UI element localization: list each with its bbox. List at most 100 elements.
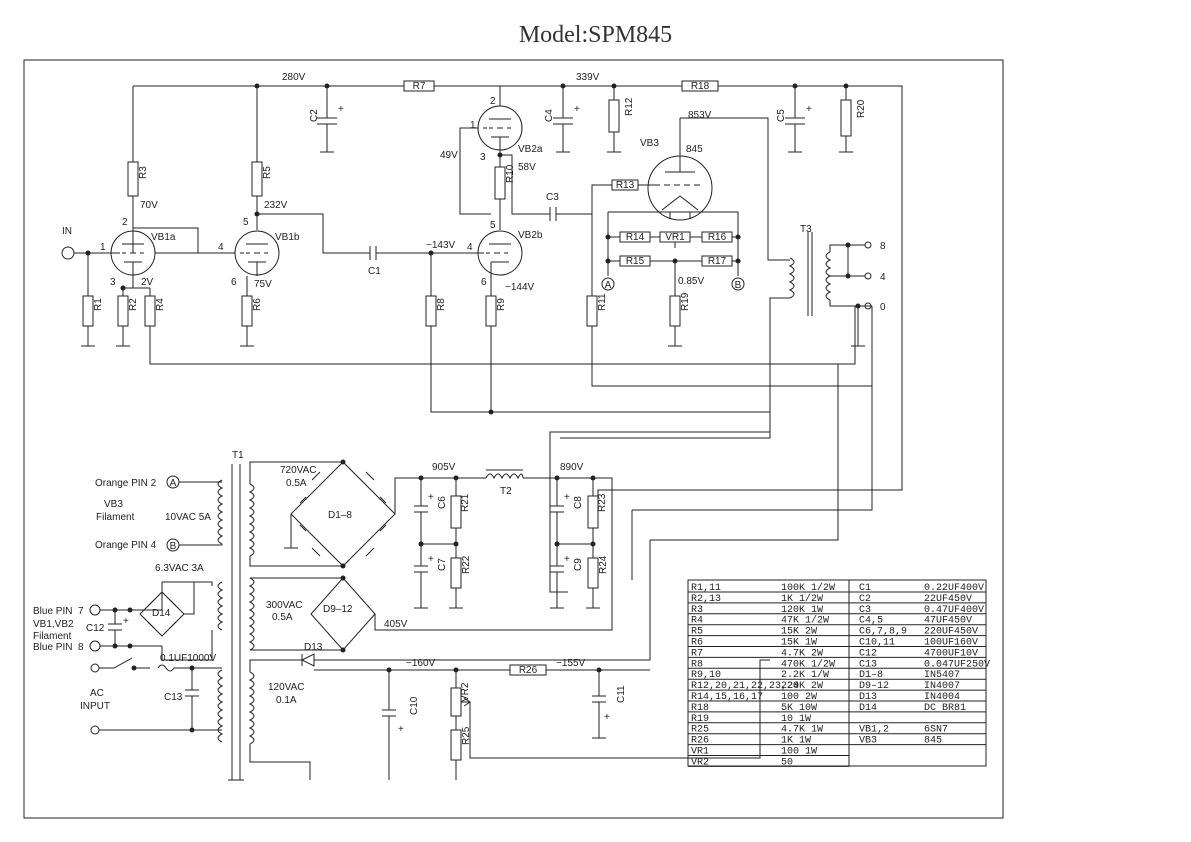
tube-vb2b: VB2b [477,230,543,276]
r25: R25 [450,726,472,780]
svg-text:VB1a: VB1a [151,232,176,243]
svg-text:+: + [428,554,434,565]
svg-text:VB2b: VB2b [518,230,543,241]
svg-text:C10: C10 [409,696,420,715]
svg-text:C12: C12 [86,623,105,634]
svg-text:7: 7 [78,606,84,617]
parts-table-ref: C13 [859,659,877,670]
svg-text:B: B [735,280,742,291]
parts-table-value: 220K 2W [781,681,823,692]
parts-table-value: 47UF450V [924,616,972,627]
output-0-ohm: 0 [880,302,886,313]
parts-table-value: 6SN7 [924,725,948,736]
r3: R3 [127,86,149,230]
ac-input[interactable]: AC INPUT C13 [80,657,222,735]
svg-text:5: 5 [490,220,496,231]
svg-text:3: 3 [110,277,116,288]
parts-table-value: 47K 1/2W [781,615,829,627]
vr1[interactable]: VR1 [659,231,691,243]
svg-text:R2: R2 [128,298,139,311]
c5: C5 + [776,86,812,153]
svg-text:4: 4 [218,242,224,253]
svg-text:R4: R4 [155,298,166,311]
r9: R9 [485,276,507,412]
d14-bridge: D14 [130,582,195,637]
svg-text:C1: C1 [368,266,381,277]
parts-table-value: 100UF160V [924,638,978,649]
voltage-m143: −143V [426,240,456,251]
svg-text:C9: C9 [573,558,584,571]
parts-table-value: 50 [781,757,793,768]
voltage-853: 853V [688,110,712,121]
voltage-75: 75V [254,279,272,290]
svg-text:R22: R22 [461,555,472,574]
svg-text:8: 8 [78,642,84,653]
svg-text:6: 6 [231,277,237,288]
vr2[interactable]: VR2 [450,659,770,759]
output-8-ohm: 8 [880,241,886,252]
svg-text:+: + [428,492,434,503]
r4: R4 [144,288,856,365]
parts-table-ref: R14,15,16,17 [691,692,763,703]
voltage-085: 0.85V [678,276,704,287]
parts-table-value: 15K 2W [781,627,817,638]
hv-secondary-720: 720VAC 0.5A D1–8 [249,459,420,569]
c7: C7 + [414,544,448,609]
svg-text:1: 1 [470,120,476,131]
voltage-2: 2V [141,277,154,288]
parts-table-ref: C1 [859,583,871,594]
svg-text:+: + [806,104,812,115]
svg-text:AC: AC [90,688,104,699]
parts-table-ref: R8 [691,659,703,670]
c1: C1 [368,246,480,277]
svg-text:IN: IN [62,226,72,237]
vb12-filament-winding: 6.3VAC 3A Blue PIN 7 VB1,VB2 Filament Bl… [33,563,216,664]
r18: R18 [681,80,719,92]
svg-text:R6: R6 [252,298,263,311]
svg-text:R13: R13 [616,180,635,191]
parts-table-ref: R3 [691,605,703,616]
parts-table-ref: C2 [859,594,871,605]
svg-text:D1–8: D1–8 [328,510,352,521]
r12: R12 [607,86,635,153]
parts-table-value: 0.47UF400V [924,605,984,616]
svg-text:R19: R19 [680,292,691,311]
r17: R17 [701,255,733,267]
svg-text:C13: C13 [164,692,183,703]
svg-text:R14: R14 [626,232,645,243]
parts-table-value: 1K 1W [781,736,811,747]
parts-table-ref: C6,7,8,9 [859,627,907,638]
svg-text:R7: R7 [413,81,426,92]
parts-table-ref: VB1,2 [859,725,889,736]
svg-text:120VAC: 120VAC [268,682,305,693]
c4: C4 + [544,86,580,153]
svg-text:+: + [604,712,610,723]
svg-text:R1: R1 [93,298,104,311]
svg-text:R17: R17 [708,256,727,267]
svg-text:VR1: VR1 [665,232,685,243]
svg-text:C8: C8 [573,496,584,509]
parts-table-ref: R12,20,21,22,23,24 [691,681,799,692]
svg-text:R3: R3 [138,166,149,179]
schematic-title: Model:SPM845 [518,22,673,48]
svg-text:R9: R9 [496,298,507,311]
voltage-m155: −155V [556,658,586,669]
parts-table-value: IN4004 [924,692,960,703]
parts-table-ref: R2,13 [691,594,721,605]
r13: R13 [611,179,652,191]
svg-text:720VAC: 720VAC [280,465,317,476]
svg-text:VB3: VB3 [640,138,659,149]
t1-power-transformer: T1 [217,450,255,781]
svg-text:VB2a: VB2a [518,144,543,155]
parts-table-ref: D13 [859,692,877,703]
svg-text:R24: R24 [598,555,609,574]
svg-text:A: A [170,478,177,489]
parts-table-value: 470K 1/2W [781,658,835,670]
r2: R2 [116,288,139,347]
svg-text:R11: R11 [597,293,608,311]
parts-table-ref: R5 [691,627,703,638]
parts-table-value: DC BR81 [924,703,966,714]
parts-table-value: 4.7K 1W [781,725,823,736]
input-jack[interactable]: IN [61,226,75,260]
